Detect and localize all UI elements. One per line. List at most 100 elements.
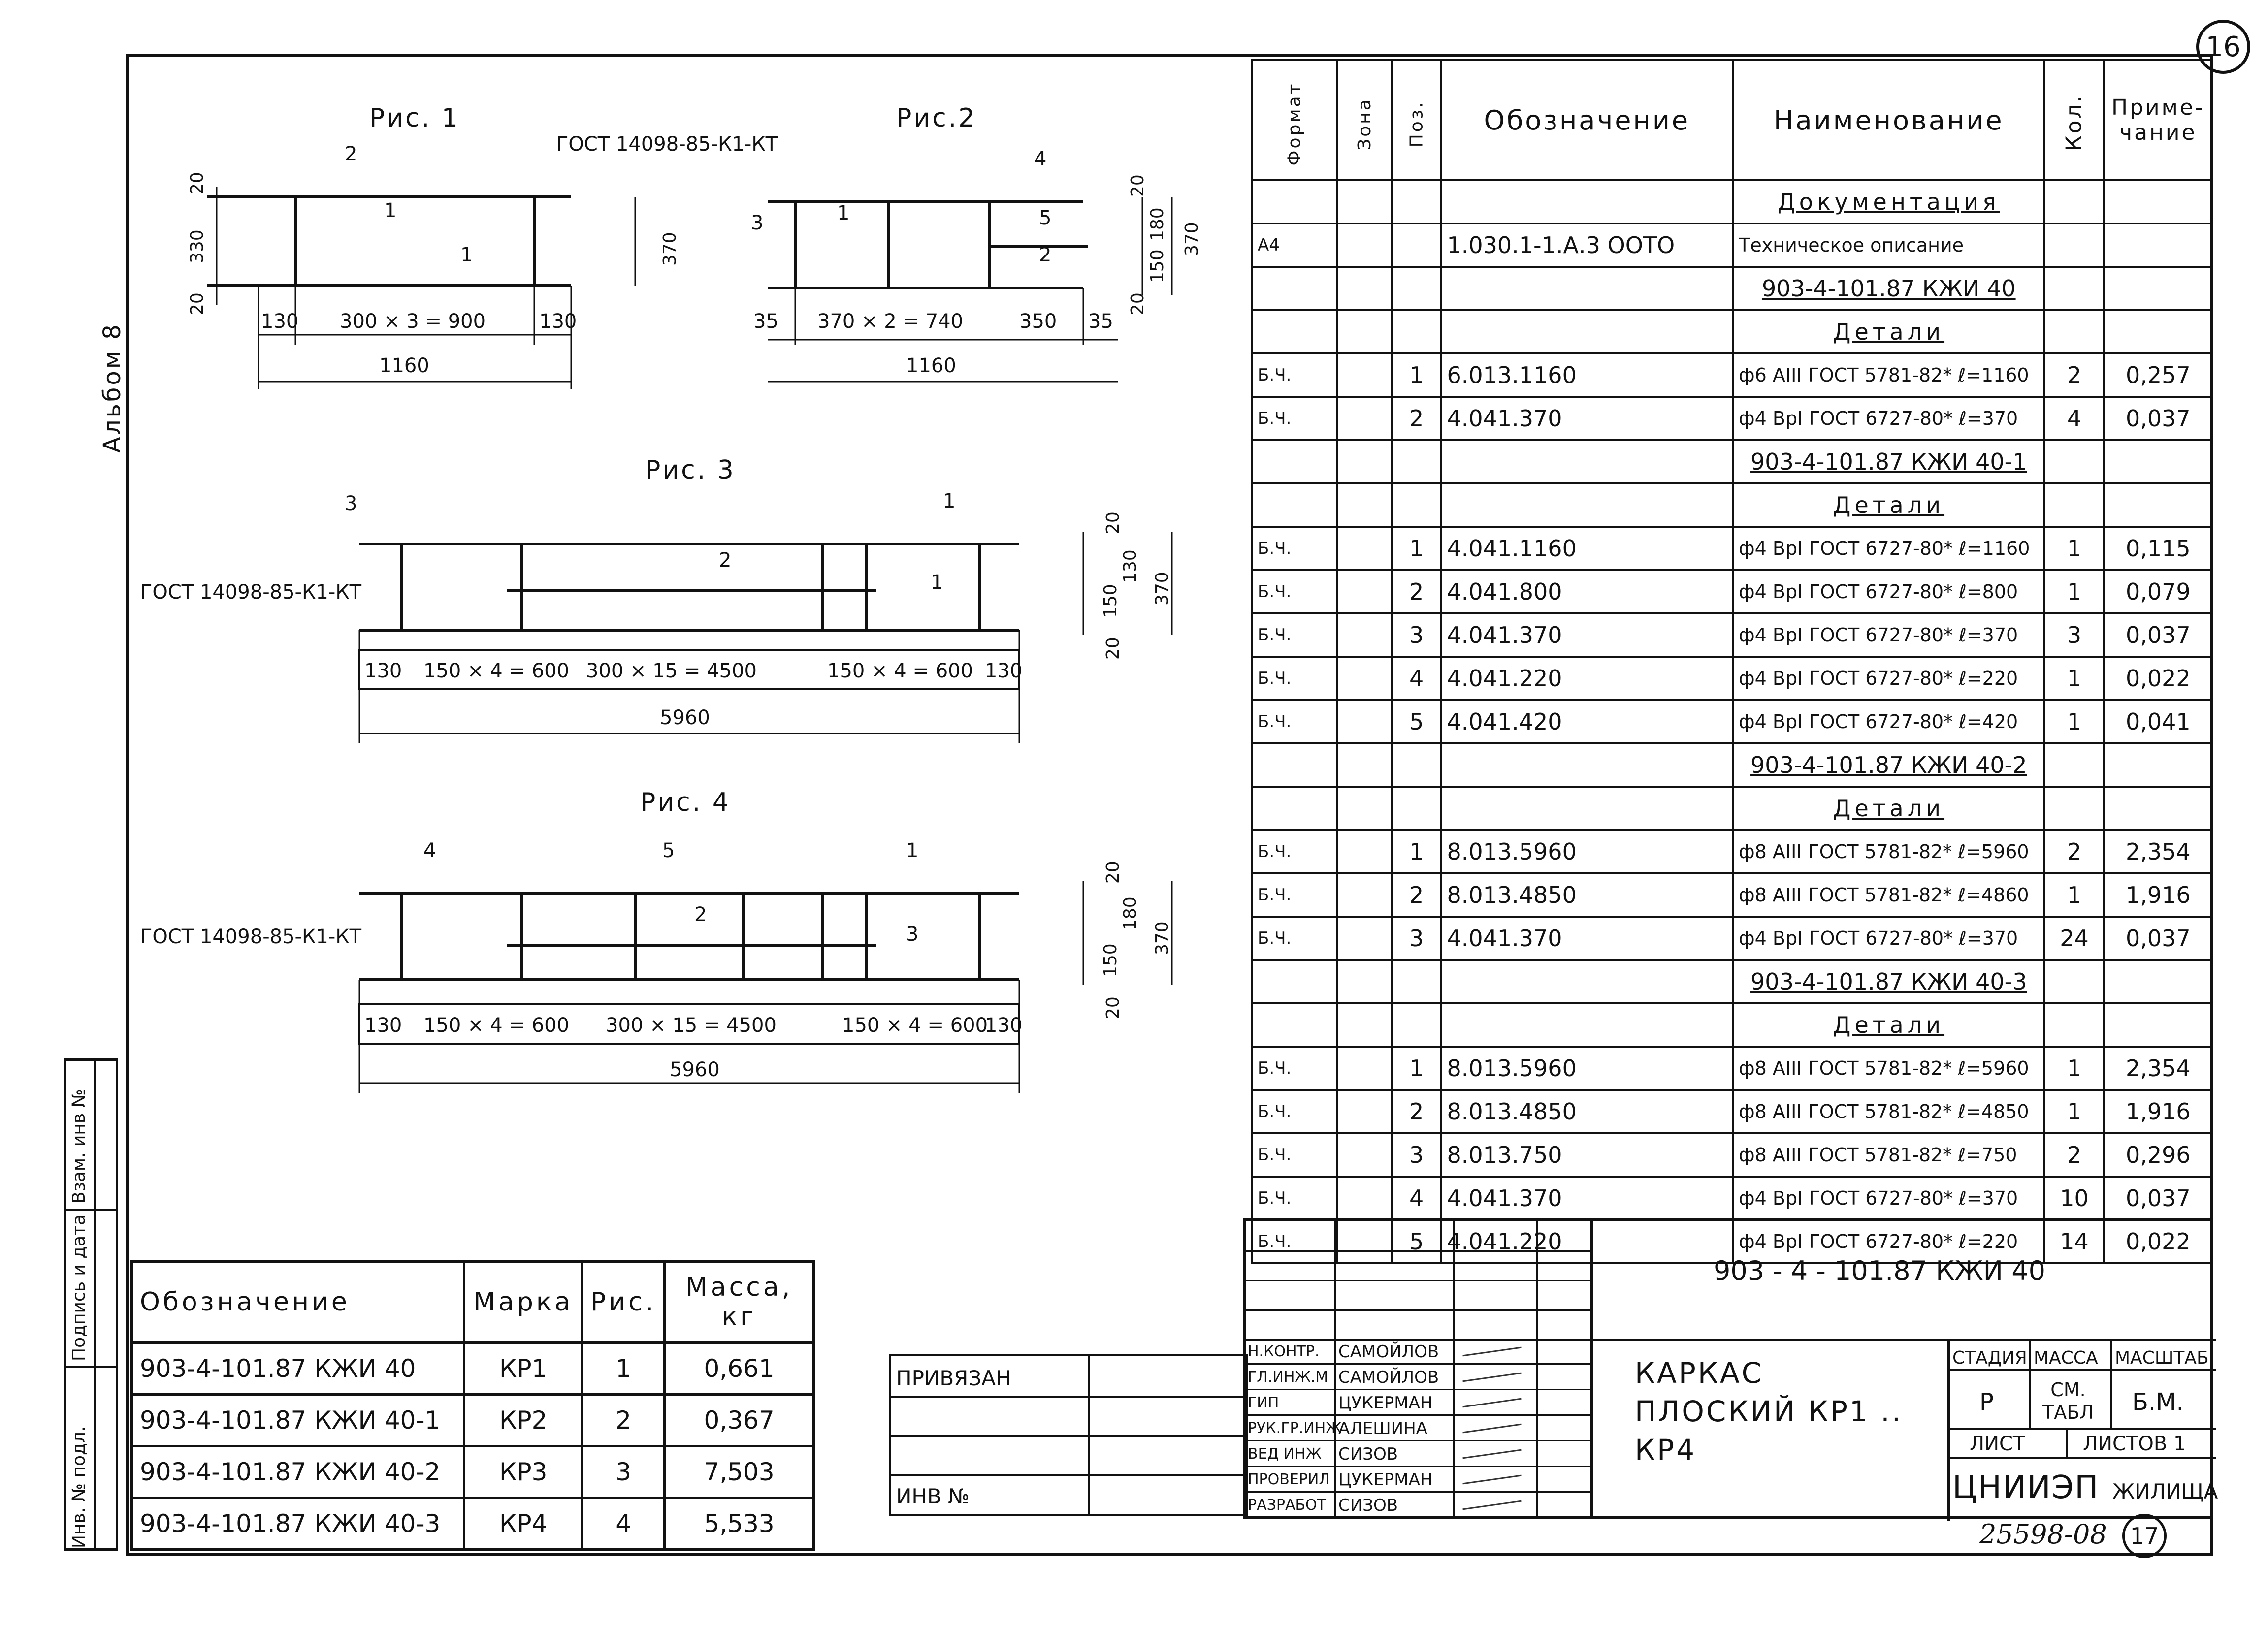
fig2-dim-v4: 20: [1128, 292, 1148, 315]
spec-empty-cell: [2043, 439, 2105, 484]
fig3-gost: ГОСТ 14098-85-К1-КТ: [140, 581, 362, 604]
signature-name: Сизов: [1338, 1444, 1398, 1464]
fig3-title: Рис. 3: [645, 455, 736, 485]
signature-scribble: [1462, 1423, 1522, 1434]
spec-cell-pos: 2: [1391, 396, 1442, 441]
spec-cell-designation: 4.041.370: [1440, 612, 1734, 658]
spec-cell-name: ф8 АIII ГОСТ 5781-82* ℓ=4860: [1732, 872, 2046, 918]
spec-cell-name: ф6 АIII ГОСТ 5781-82* ℓ=1160: [1732, 352, 2046, 398]
fig4-gost: ГОСТ 14098-85-К1-КТ: [140, 926, 362, 948]
fig2-pos-4: 4: [1034, 148, 1047, 170]
spec-ref-title: 903-4-101.87 КЖИ 40: [1732, 266, 2046, 311]
spec-cell-note: 0,115: [2103, 526, 2214, 571]
spec-cell-format: Б.Ч.: [1250, 1219, 1339, 1264]
signature-name: Алешина: [1338, 1419, 1427, 1438]
fig1-pos-2: 2: [345, 143, 357, 165]
fig4-dim-v1: 20: [1103, 861, 1123, 884]
spec-cell-note: 0,037: [2103, 1176, 2214, 1221]
spec-ref-title: 903-4-101.87 КЖИ 40-1: [1732, 439, 2046, 484]
spec-cell-pos: 1: [1391, 829, 1442, 874]
spec-empty-cell: [1250, 742, 1339, 788]
spec-cell-qty: 1: [2043, 872, 2105, 918]
spec-cell-name: ф8 АIII ГОСТ 5781-82* ℓ=4850: [1732, 1089, 2046, 1134]
spec-empty-cell: [2103, 266, 2214, 311]
spec-cell-qty: 1: [2043, 699, 2105, 744]
spec-cell-designation: 8.013.4850: [1440, 1089, 1734, 1134]
side-stamp: Взам. инв № Подпись и дата Инв. № подл.: [64, 1058, 118, 1551]
spec-empty-cell: [1440, 959, 1734, 1004]
bound-inv-no: Инв №: [896, 1484, 970, 1508]
spec-cell-format: Б.Ч.: [1250, 656, 1339, 701]
spec-cell-name: ф4 ВрI ГОСТ 6727-80* ℓ=370: [1732, 1176, 2046, 1221]
mass-header-designation: Обозначение: [130, 1260, 466, 1344]
fig3-dim-v3: 150: [1101, 584, 1121, 618]
spec-empty-cell: [1440, 742, 1734, 788]
fig4-title: Рис. 4: [640, 788, 731, 817]
spec-row: Детали: [1250, 786, 2214, 831]
spec-cell-designation: 8.013.5960: [1440, 829, 1734, 874]
spec-cell-name: ф4 ВрI ГОСТ 6727-80* ℓ=800: [1732, 569, 2046, 614]
side-stamp-sign-date: Подпись и дата: [69, 1214, 89, 1361]
spec-cell-note: 0,257: [2103, 352, 2214, 398]
spec-cell-format: Б.Ч.: [1250, 526, 1339, 571]
spec-cell-name: ф4 ВрI ГОСТ 6727-80* ℓ=370: [1732, 396, 2046, 441]
spec-cell-pos: 2: [1391, 569, 1442, 614]
spec-empty-cell: [1391, 786, 1442, 831]
spec-cell-zone: [1336, 1219, 1393, 1264]
title-main: Каркас плоский КР1 .. КР4: [1635, 1356, 1903, 1467]
spec-cell-designation: 4.041.220: [1440, 656, 1734, 701]
spec-cell-zone: [1336, 872, 1393, 918]
title-doc-code: 903 - 4 - 101.87 КЖИ 40: [1714, 1255, 2045, 1286]
spec-cell-zone: [1336, 396, 1393, 441]
fig4-pos-3: 3: [906, 923, 919, 946]
signature-role: Проверил: [1248, 1471, 1330, 1488]
spec-cell-qty: 4: [2043, 396, 2105, 441]
spec-cell-zone: [1336, 1089, 1393, 1134]
signature-scribble: [1462, 1449, 1522, 1459]
spec-cell-note: 0,037: [2103, 916, 2214, 961]
spec-cell-pos: 2: [1391, 1089, 1442, 1134]
spec-empty-cell: [2103, 482, 2214, 528]
spec-empty-cell: [2103, 309, 2214, 354]
signature-row: Гл.инж.мСамойлов: [1246, 1365, 1590, 1390]
spec-cell-qty: 10: [2043, 1176, 2105, 1221]
spec-cell-designation: 6.013.1160: [1440, 352, 1734, 398]
spec-empty-cell: [2043, 309, 2105, 354]
signature-name: Цукерман: [1338, 1470, 1433, 1490]
drawings-svg: [207, 187, 1173, 1093]
spec-cell-format: Б.Ч.: [1250, 1132, 1339, 1178]
spec-cell-zone: [1336, 829, 1393, 874]
mass-cell-designation: 903-4-101.87 КЖИ 40: [130, 1341, 466, 1396]
spec-empty-cell: [1250, 959, 1339, 1004]
spec-cell-note: 0,037: [2103, 612, 2214, 658]
spec-cell-zone: [1336, 916, 1393, 961]
spec-row: Детали: [1250, 482, 2214, 528]
spec-cell-zone: [1336, 569, 1393, 614]
spec-section-title: Детали: [1732, 309, 2046, 354]
spec-cell-note: 2,354: [2103, 829, 2214, 874]
spec-empty-cell: [2103, 786, 2214, 831]
title-org-sub: жилища: [2112, 1479, 2218, 1503]
spec-cell-designation: 8.013.5960: [1440, 1046, 1734, 1091]
fig3-pos-1b: 1: [931, 571, 943, 594]
spec-cell-qty: 3: [2043, 612, 2105, 658]
mass-header-fig: Рис.: [581, 1260, 666, 1344]
signature-role: Н.контр.: [1248, 1343, 1320, 1360]
spec-cell-qty: [2043, 223, 2105, 268]
fig2-dim-left: 35: [753, 310, 778, 333]
spec-cell-qty: 1: [2043, 569, 2105, 614]
fig1-dim-height: 330: [187, 229, 207, 263]
mass-cell-mass: 7,503: [663, 1445, 815, 1499]
fig4-pos-4: 4: [423, 839, 436, 862]
spec-cell-pos: 2: [1391, 872, 1442, 918]
spec-empty-cell: [1250, 1002, 1339, 1048]
spec-cell-pos: 1: [1391, 1046, 1442, 1091]
spec-ref-title: 903-4-101.87 КЖИ 40-2: [1732, 742, 2046, 788]
fig2-dim-mid: 370 × 2 = 740: [817, 310, 964, 333]
